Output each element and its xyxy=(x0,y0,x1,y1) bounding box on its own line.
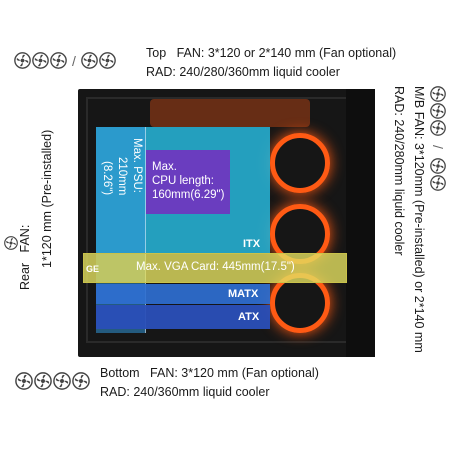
cpu-text: Max. CPU length: 160mm(6.29") xyxy=(152,160,224,202)
fan-icon xyxy=(72,372,90,390)
slash-separator: / xyxy=(429,145,446,149)
cpu-line3: 160mm(6.29") xyxy=(152,189,225,201)
fan-icon xyxy=(14,52,31,69)
atx-label: ATX xyxy=(238,311,260,323)
fan-icon xyxy=(430,86,446,102)
itx-label: ITX xyxy=(243,238,261,250)
bottom-label: Bottom xyxy=(100,366,140,380)
top-fan-icons: / xyxy=(14,52,116,69)
top-rad-text: RAD: 240/280/360mm liquid cooler xyxy=(146,65,340,79)
fan-icon xyxy=(430,120,446,136)
mb-fan-icons: / xyxy=(430,86,446,191)
rear-fan-text: 1*120 mm (Pre-installed) xyxy=(40,129,54,268)
fan-icon xyxy=(430,175,446,191)
cpu-line2: CPU length: xyxy=(152,175,215,187)
cpu-area xyxy=(146,150,230,214)
top-fan-spec: Top FAN: 3*120 or 2*140 mm (Fan optional… xyxy=(146,46,396,61)
psu-length: 210mm xyxy=(116,157,128,196)
cpu-line1: Max. xyxy=(152,161,177,173)
rear-label: Rear FAN: xyxy=(18,224,32,290)
bottom-fan-icons xyxy=(15,372,90,390)
vga-bar xyxy=(83,253,347,283)
glow-top-rad xyxy=(150,99,310,127)
fan-icon xyxy=(99,52,116,69)
fan-icon xyxy=(430,158,446,174)
glow-fan-top xyxy=(270,133,330,193)
fan-icon xyxy=(34,372,52,390)
mb-rad-text: RAD: 240/280mm liquid cooler xyxy=(392,86,406,256)
psu-text: Max. PSU: xyxy=(131,138,143,193)
case-side-panel xyxy=(346,89,375,357)
bottom-fan-text: FAN: 3*120 mm (Fan optional) xyxy=(150,366,319,380)
mb-fan-text: M/B FAN: 3*120mm (Pre-installed) or 2*14… xyxy=(412,86,426,353)
fan-icon xyxy=(15,372,33,390)
fan-icon xyxy=(430,103,446,119)
slash-separator: / xyxy=(72,52,76,69)
atx-area xyxy=(96,305,270,329)
fan-icon xyxy=(81,52,98,69)
bottom-rad-text: RAD: 240/360mm liquid cooler xyxy=(100,385,270,399)
top-fan-text: FAN: 3*120 or 2*140 mm (Fan optional) xyxy=(176,46,397,60)
psu-length-inch: (8.26") xyxy=(101,161,113,196)
vga-text: Max. VGA Card: 445mm(17.5") xyxy=(136,261,295,273)
matx-label: MATX xyxy=(228,288,259,300)
gpu-edge-label: GE xyxy=(86,264,100,274)
fan-icon xyxy=(50,52,67,69)
matx-area xyxy=(96,284,270,304)
bottom-fan-spec: Bottom FAN: 3*120 mm (Fan optional) xyxy=(100,366,319,381)
fan-icon xyxy=(53,372,71,390)
fan-icon xyxy=(4,236,18,250)
top-label: Top xyxy=(146,46,167,60)
fan-icon xyxy=(32,52,49,69)
